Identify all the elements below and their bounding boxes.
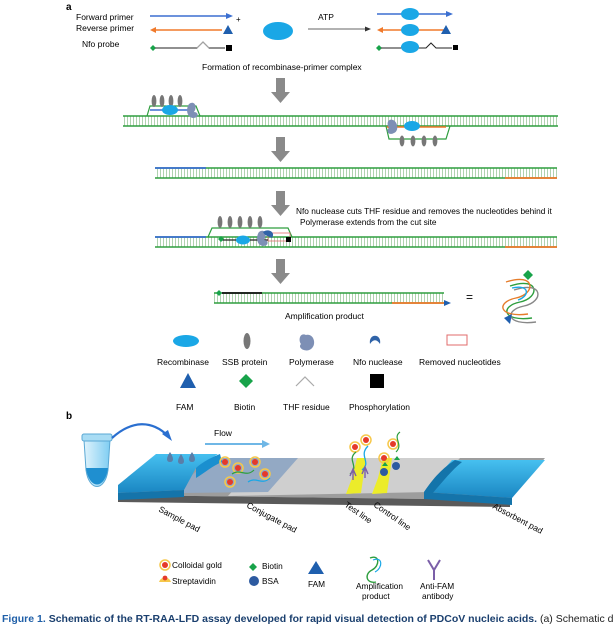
phosphorylation-icon (226, 45, 232, 51)
legend-phos-label: Phosphorylation (349, 402, 410, 412)
legend-antifam-label-1: Anti-FAM (420, 581, 454, 591)
figure-caption: Figure 1. Schematic of the RT-RAA-LFD as… (2, 613, 614, 625)
complex-fam (441, 25, 451, 34)
complex-recombinase-1 (401, 8, 419, 20)
legend-nfo-icon (369, 335, 381, 344)
panel-b-label: b (66, 411, 72, 422)
equals-sign: = (466, 290, 473, 304)
legend-gold-ring (159, 559, 171, 571)
legend-streptavidin-label: Streptavidin (172, 576, 216, 586)
complex-recombinase-2 (401, 24, 419, 36)
legend-phos-icon (370, 374, 384, 388)
transfer-arrowhead (162, 430, 172, 441)
sample-tube-icon (81, 433, 113, 487)
legend-fam-b-icon (308, 561, 324, 574)
legend-thf-icon (295, 376, 315, 387)
legend-biotin-b-icon (249, 563, 257, 571)
fam-icon (223, 25, 233, 34)
legend-polymerase-icon (299, 334, 315, 351)
complex-recombinase-3 (401, 41, 419, 53)
legend-b (159, 556, 441, 586)
legend-gold-icon (162, 562, 168, 568)
biotin-icon (150, 45, 156, 51)
legend-fam-b-label: FAM (308, 579, 325, 589)
absorbent-pad (424, 460, 545, 498)
legend-fam-label: FAM (176, 402, 193, 412)
reverse-primer-head (150, 27, 156, 33)
atp-label: ATP (318, 12, 334, 22)
flow-label: Flow (214, 428, 233, 438)
nfo-probe-line (155, 41, 225, 49)
amplification-product-label: Amplification product (285, 311, 365, 321)
recombinase-icon (263, 22, 293, 40)
legend-polymerase-label: Polymerase (289, 357, 334, 367)
dna-step-4 (214, 290, 451, 306)
legend-streptavidin-core (162, 575, 168, 581)
caption-title: Schematic of the RT-RAA-LFD assay develo… (48, 613, 538, 625)
sample-drops (167, 452, 195, 464)
caption-rest: (a) Schematic diagram (539, 613, 614, 625)
legend-gold-label: Colloidal gold (172, 560, 222, 570)
test-line-complexes (349, 434, 372, 480)
legend-amp-icon (366, 556, 379, 583)
legend-biotin-label: Biotin (234, 402, 256, 412)
forward-primer-head (226, 13, 233, 19)
legend-biotin-icon (239, 374, 253, 388)
atp-arrowhead (365, 26, 371, 32)
legend-bsa-label: BSA (262, 576, 279, 586)
legend-amp-icon-2 (372, 558, 382, 573)
legend-a-row-1 (173, 333, 468, 351)
dna-step-1 (123, 95, 558, 147)
conjugate-pad-label: Conjugate pad (245, 500, 299, 535)
forward-primer-label: Forward primer (76, 12, 134, 22)
legend-nfo-label: Nfo nuclease (353, 357, 403, 367)
legend-thf-label: THF residue (283, 402, 330, 412)
reverse-primer-label: Reverse primer (76, 23, 134, 33)
flow-arrowhead (262, 440, 270, 448)
amplification-helix-icon (502, 270, 539, 324)
complex-phos (453, 45, 458, 50)
legend-ssb-icon (243, 333, 251, 349)
sample-pad (118, 454, 218, 493)
legend-antifam-icon (427, 559, 441, 580)
legend-fam-icon (180, 373, 196, 388)
plus-sign: + (236, 15, 241, 24)
legend-removed-icon (446, 334, 468, 346)
complex-forward-head (446, 11, 453, 17)
legend-removed-label: Removed nucleotides (419, 357, 501, 367)
transfer-arrow (111, 423, 169, 439)
sample-pad-label: Sample pad (157, 504, 202, 534)
caption-label: Figure 1. (2, 613, 46, 625)
lateral-flow-strip (118, 454, 545, 507)
legend-biotin-b-label: Biotin (262, 561, 283, 571)
legend-amp-label-2: product (362, 591, 390, 601)
complex-reverse-head (377, 27, 383, 33)
dna-step-3 (155, 216, 557, 248)
nfo-probe-label: Nfo probe (82, 39, 120, 49)
absorbent-pad-label: Absorbent pad (491, 501, 545, 536)
legend-amp-label-1: Amplification (356, 581, 403, 591)
legend-recombinase-label: Recombinase (157, 357, 209, 367)
legend-ssb-label: SSB protein (222, 357, 268, 367)
thf-icon (196, 41, 210, 49)
complex-biotin (376, 45, 382, 51)
formation-label: Formation of recombinase-primer complex (202, 62, 362, 72)
panel-a-label: a (66, 2, 72, 13)
conjugate-particles (219, 456, 271, 488)
control-line-complexes (378, 431, 401, 476)
step-arrows (271, 78, 290, 284)
dna-step-2 (155, 167, 557, 179)
control-line (372, 458, 392, 494)
legend-recombinase-icon (173, 335, 199, 347)
nfo-cut-text-1: Nfo nuclease cuts THF residue and remove… (296, 206, 553, 216)
legend-bsa-icon (249, 576, 259, 586)
legend-antifam-label-2: antibody (422, 591, 454, 601)
nfo-cut-text-2: Polymerase extends from the cut site (300, 217, 437, 227)
